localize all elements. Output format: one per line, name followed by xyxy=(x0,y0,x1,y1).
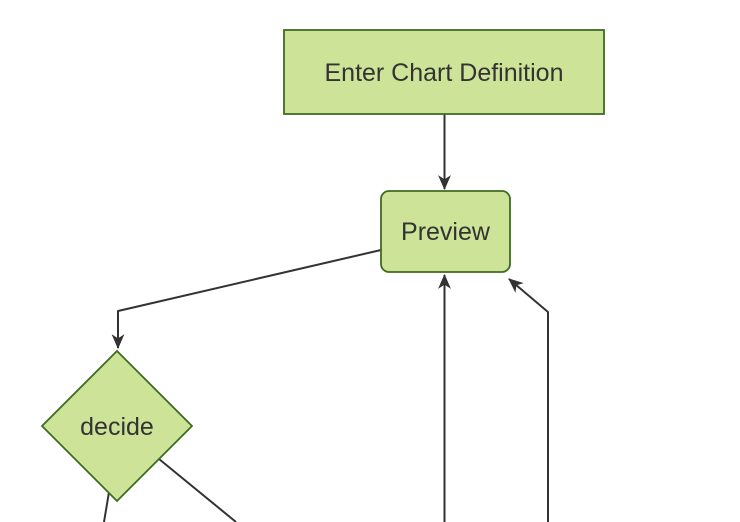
node-preview: Preview xyxy=(380,190,511,273)
decide-label: decide xyxy=(80,413,154,441)
edge-layer xyxy=(103,114,549,522)
enter-chart-definition-box xyxy=(283,29,605,115)
enter-chart-definition-label: Enter Chart Definition xyxy=(324,59,563,87)
preview-box xyxy=(380,190,511,273)
node-enter-chart-definition: Enter Chart Definition xyxy=(283,29,605,115)
decide-diamond xyxy=(40,349,194,503)
edge-decide-branch-left xyxy=(103,491,110,522)
preview-label: Preview xyxy=(401,218,491,246)
node-decide: decide xyxy=(40,349,194,503)
edge-return-to-preview-right xyxy=(508,278,549,522)
edge-decide-branch-right xyxy=(158,458,237,522)
edge-preview-to-decide xyxy=(111,249,382,350)
